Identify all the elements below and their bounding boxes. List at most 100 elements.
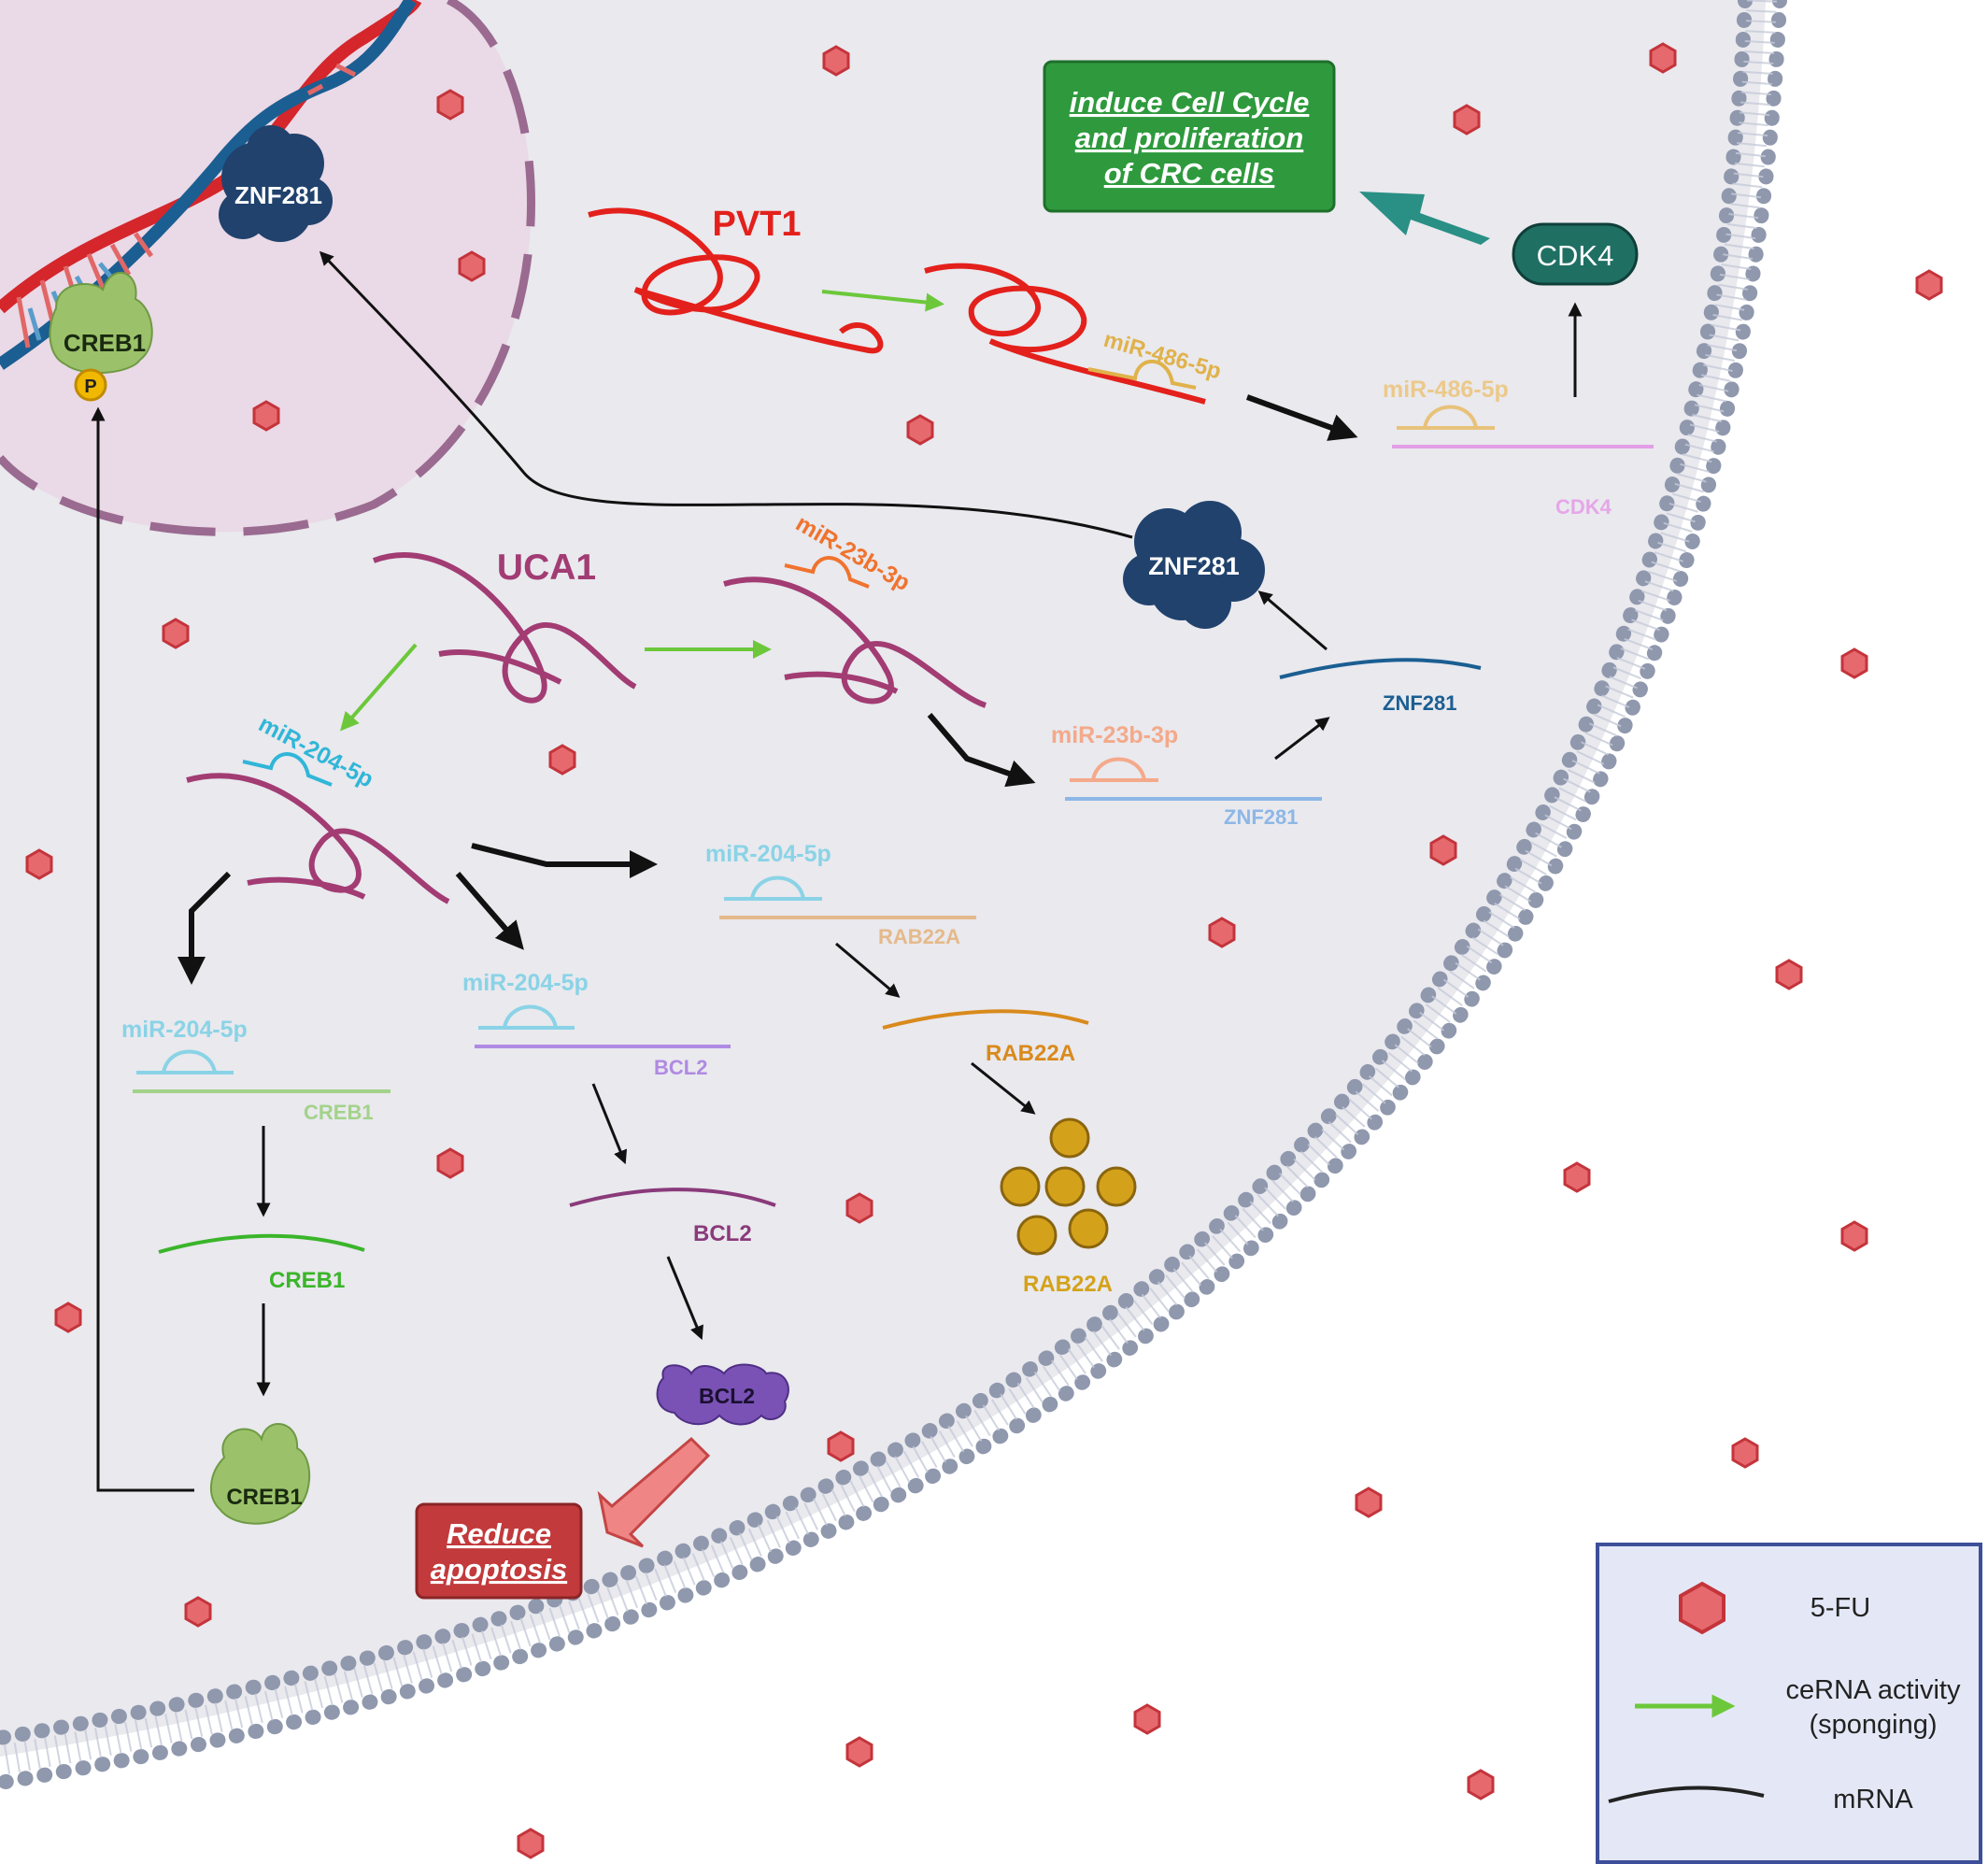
znf281-release-arrow — [1274, 717, 1330, 761]
rab22a-mrna: RAB22A — [882, 1009, 1089, 1066]
creb1-mrna: CREB1 — [158, 1233, 365, 1293]
uca1-sponge-mir204-arrow — [340, 643, 418, 732]
drug-molecule-icon — [25, 848, 53, 880]
drug-molecule-icon — [1775, 959, 1803, 990]
znf281-bound-mrna-label: ZNF281 — [1224, 805, 1298, 829]
mir204-bcl2-duplex: miR-204-5p BCL2 — [462, 970, 731, 1079]
rab22a-protein-label: RAB22A — [1023, 1272, 1113, 1297]
bcl2-mrna: BCL2 — [569, 1188, 776, 1246]
znf281-cytoplasmic-protein: ZNF281 — [1123, 501, 1265, 629]
creb1-bound-mrna-label: CREB1 — [304, 1101, 374, 1124]
bcl2-release-arrow — [591, 1083, 628, 1165]
cell-cycle-line-1: induce Cell Cycle — [1070, 86, 1310, 119]
apoptosis-line-2: apoptosis — [431, 1553, 567, 1586]
drug-molecule-icon — [906, 414, 934, 446]
uca1-label: UCA1 — [497, 548, 596, 588]
drug-molecule-icon — [845, 1192, 873, 1224]
legend-mrna-label: mRNA — [1833, 1785, 1913, 1814]
cell-cycle-outcome-box: induce Cell Cycle and proliferation of C… — [1043, 60, 1336, 213]
uca1-to-bcl2-arrow — [455, 872, 524, 950]
uca1-lncrna: UCA1 — [372, 548, 637, 704]
legend-cerna-line-1: ceRNA activity — [1786, 1675, 1961, 1705]
bcl2-translation-arrow — [666, 1256, 703, 1341]
mir204-creb1-duplex: miR-204-5p CREB1 — [121, 1017, 390, 1124]
znf281-translation-arrow — [1257, 591, 1328, 651]
drug-molecule-icon — [1915, 269, 1943, 301]
drug-molecule-icon — [822, 45, 850, 77]
uca1-to-creb1-arrow — [178, 871, 232, 985]
znf281-cytoplasmic-label: ZNF281 — [1148, 552, 1240, 580]
bcl2-protein-label: BCL2 — [699, 1384, 755, 1408]
bcl2-protein: BCL2 — [656, 1363, 789, 1426]
rab22a-protein: RAB22A — [1000, 1117, 1137, 1297]
znf281-mrna: ZNF281 — [1279, 658, 1482, 715]
drug-molecule-icon — [548, 744, 576, 775]
drug-molecule-icon — [252, 400, 280, 432]
drug-molecule-icon — [1133, 1703, 1161, 1735]
drug-molecule-icon — [458, 250, 486, 282]
drug-molecule-icon — [1731, 1437, 1759, 1469]
drug-molecule-icon — [1467, 1769, 1495, 1800]
mir23-znf281-duplex: miR-23b-3p ZNF281 — [1051, 722, 1322, 829]
rab22a-release-arrow — [835, 942, 901, 998]
drug-molecule-icon — [436, 89, 464, 121]
drug-molecule-icon — [1840, 1220, 1868, 1252]
rab22a-translation-arrow — [971, 1061, 1036, 1115]
cdk4-mrna-label: CDK4 — [1555, 495, 1612, 519]
pvt1-to-cdk4-arrow — [1245, 394, 1358, 441]
legend: 5-FU ceRNA activity (sponging) mRNA — [1596, 1543, 1982, 1864]
drug-molecules — [25, 42, 1943, 1859]
bcl2-bound-mrna-label: BCL2 — [654, 1056, 707, 1079]
phospho-icon — [74, 368, 107, 402]
apoptosis-outcome-box: Reduce apoptosis — [415, 1502, 583, 1600]
pvt1-sponge-arrow — [821, 290, 944, 312]
mir204-on-creb1-label: miR-204-5p — [121, 1017, 248, 1043]
mir486-on-cdk4-label: miR-486-5p — [1383, 377, 1509, 403]
znf281-mrna-label: ZNF281 — [1383, 691, 1456, 715]
creb1-protein-label: CREB1 — [226, 1485, 302, 1510]
phospho-label: P — [84, 377, 96, 397]
drug-molecule-icon — [827, 1430, 855, 1462]
drug-molecule-icon — [1649, 42, 1677, 74]
rab22a-mrna-label: RAB22A — [986, 1041, 1075, 1066]
drug-molecule-icon — [1563, 1161, 1591, 1193]
legend-cerna-line-2: (sponging) — [1809, 1710, 1937, 1740]
apoptosis-line-1: Reduce — [447, 1517, 551, 1550]
bcl2-mrna-label: BCL2 — [693, 1221, 752, 1246]
creb1-protein: CREB1 — [209, 1423, 311, 1525]
drug-molecule-icon — [845, 1736, 873, 1768]
znf281-nuclear-protein: ZNF281 — [219, 125, 333, 242]
creb1-nuclear-label: CREB1 — [64, 329, 146, 357]
znf281-nuclear-label: ZNF281 — [234, 181, 322, 209]
mir204-rab22a-duplex: miR-204-5p RAB22A — [705, 841, 976, 948]
uca1-to-rab22a-arrow — [471, 843, 658, 878]
cdk4-protein-label: CDK4 — [1537, 239, 1614, 272]
drug-molecule-icon — [517, 1828, 545, 1859]
mir204-on-rab22a-label: miR-204-5p — [705, 841, 831, 867]
drug-molecule-icon — [1453, 104, 1481, 135]
drug-molecule-icon — [54, 1302, 82, 1333]
drug-molecule-icon — [184, 1596, 212, 1628]
legend-mrna-icon — [1608, 1786, 1765, 1803]
creb1-nuclear-import-arrow — [91, 406, 194, 1492]
legend-drug-icon — [1679, 1581, 1725, 1635]
cdk4-to-outcome-arrow — [1359, 192, 1490, 245]
creb1-nuclear-protein: CREB1 P — [49, 271, 153, 402]
pvt1-lncrna: PVT1 — [588, 205, 884, 354]
cell-cycle-line-3: of CRC cells — [1104, 157, 1275, 190]
znf281-nuclear-import-arrow — [319, 250, 1133, 539]
drug-molecule-icon — [1429, 834, 1457, 866]
drug-molecule-icon — [1208, 917, 1236, 948]
legend-drug-label: 5-FU — [1810, 1593, 1870, 1623]
mir204-on-bcl2-label: miR-204-5p — [462, 970, 589, 996]
drug-molecule-icon — [436, 1147, 464, 1179]
nucleus — [0, 0, 535, 536]
uca1-to-znf281-arrow — [927, 713, 1036, 788]
cell-cycle-line-2: and proliferation — [1075, 121, 1304, 154]
cdk4-protein: CDK4 — [1512, 222, 1639, 286]
creb1-mrna-label: CREB1 — [269, 1268, 345, 1293]
drug-molecule-icon — [162, 618, 190, 649]
drug-molecule-icon — [1355, 1487, 1383, 1518]
mir486-cdk4-duplex: miR-486-5p CDK4 — [1383, 377, 1654, 519]
